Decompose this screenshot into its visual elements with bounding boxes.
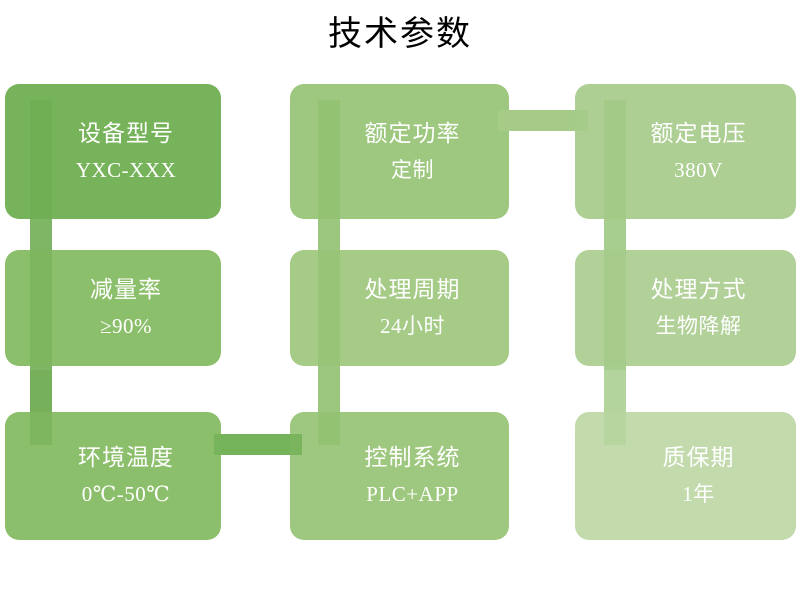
- param-card-value: 24小时: [380, 314, 445, 338]
- param-card-title: 设备型号: [77, 120, 174, 146]
- param-card-inner: 控制系统 PLC+APP: [365, 443, 461, 509]
- param-card-title: 处理周期: [364, 277, 461, 302]
- param-card-value: ≥90%: [99, 314, 153, 338]
- param-card-inner: 质保期 1年: [663, 443, 735, 509]
- param-card-value: 380V: [674, 157, 723, 182]
- param-card-title: 处理方式: [650, 277, 747, 302]
- param-card-processing-method[interactable]: 处理方式生物降解: [575, 250, 796, 366]
- param-card-ambient-temperature[interactable]: 环境温度 0℃-50℃: [5, 412, 221, 540]
- param-card-control-system[interactable]: 控制系统 PLC+APP: [290, 412, 509, 540]
- param-card-processing-cycle[interactable]: 处理周期 24小时: [290, 250, 509, 366]
- param-card-inner: 额定功率定制: [365, 119, 461, 185]
- param-card-inner: 处理方式生物降解: [651, 275, 747, 341]
- param-card-title: 额定功率: [364, 120, 461, 146]
- param-card-inner: 环境温度 0℃-50℃: [78, 443, 174, 509]
- param-card-title: 质保期: [662, 445, 735, 470]
- param-card-equipment-model[interactable]: 设备型号 YXC-XXX: [5, 84, 221, 219]
- param-card-value: YXC-XXX: [75, 157, 177, 182]
- param-card-inner: 设备型号 YXC-XXX: [76, 119, 176, 185]
- param-card-rated-power[interactable]: 额定功率定制: [290, 84, 509, 219]
- param-card-title: 环境温度: [78, 445, 174, 470]
- param-card-value: PLC+APP: [366, 482, 459, 506]
- param-card-inner: 减量率 ≥90%: [90, 275, 162, 341]
- param-card-reduction-rate[interactable]: 减量率 ≥90%: [5, 250, 221, 366]
- connector-horizontal: [214, 434, 302, 455]
- param-card-warranty-period[interactable]: 质保期 1年: [575, 412, 796, 540]
- param-card-value: 定制: [391, 157, 434, 182]
- param-card-title: 控制系统: [364, 445, 461, 470]
- param-card-rated-voltage[interactable]: 额定电压 380V: [575, 84, 796, 219]
- param-card-title: 额定电压: [650, 120, 747, 146]
- page-title: 技术参数: [328, 16, 472, 53]
- param-card-value: 0℃-50℃: [81, 482, 171, 506]
- param-card-value: 生物降解: [655, 314, 742, 338]
- param-card-title: 减量率: [90, 277, 162, 302]
- param-card-value: 1年: [682, 482, 715, 506]
- param-card-inner: 额定电压 380V: [651, 119, 747, 185]
- param-card-inner: 处理周期 24小时: [365, 275, 461, 341]
